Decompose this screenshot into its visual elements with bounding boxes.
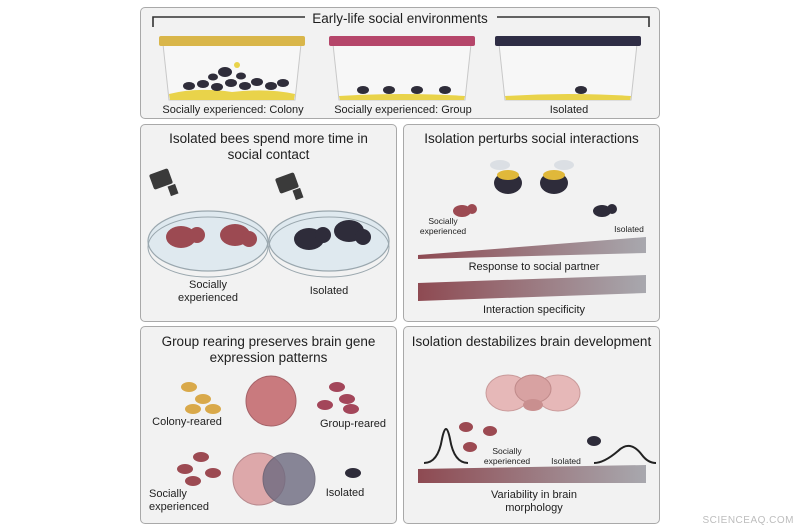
brain-diagram	[418, 374, 657, 483]
interactions-bar1-label: Response to social partner	[468, 261, 600, 273]
petri-dishes	[147, 168, 390, 278]
gene-socially-label-1: Socially	[149, 488, 187, 500]
interactions-left-label-1: Socially	[428, 216, 458, 226]
group-box	[329, 36, 475, 101]
brain-socially-label-2: experienced	[483, 456, 531, 466]
group-box-label: Socially experienced: Group	[334, 104, 472, 116]
isolated-box	[495, 36, 641, 101]
isolated-box-label: Isolated	[549, 104, 589, 116]
brain-panel-title: Isolation destabilizes brain development	[411, 334, 652, 349]
contact-panel: Isolated bees spend more time in social …	[140, 124, 397, 322]
interactions-right-label: Isolated	[614, 224, 644, 234]
watermark: SCIENCEAQ.COM	[702, 515, 794, 526]
gene-panel: Group rearing preserves brain gene expre…	[140, 326, 397, 524]
top-panel-title: Early-life social environments	[312, 11, 488, 26]
gene-panel-title-2: expression patterns	[209, 350, 328, 365]
interactions-panel: Isolation perturbs social interactions S…	[403, 124, 660, 322]
interacting-bees	[453, 160, 617, 217]
brain-isolated-label: Isolated	[551, 456, 581, 466]
colony-box	[159, 36, 305, 101]
contact-left-label-1: Socially	[189, 279, 227, 291]
gene-isolated-label: Isolated	[325, 487, 365, 499]
brain-socially-label-1: Socially	[492, 446, 522, 456]
brain-panel: Isolation destabilizes brain development…	[403, 326, 660, 524]
brain-bar-label-1: Variability in brain	[490, 489, 577, 501]
interactions-left-label-2: experienced	[419, 226, 467, 236]
colony-box-label: Socially experienced: Colony	[162, 104, 304, 116]
contact-right-label: Isolated	[309, 285, 349, 297]
gene-colony-label: Colony-reared	[152, 416, 222, 428]
gene-diagram	[177, 375, 361, 506]
gene-group-label: Group-reared	[319, 418, 387, 430]
contact-left-label-2: experienced	[178, 292, 238, 304]
contact-panel-title-1: Isolated bees spend more time in	[169, 131, 368, 146]
gene-panel-title-1: Group rearing preserves brain gene	[161, 334, 376, 349]
interactions-bar2-label: Interaction specificity	[482, 304, 586, 316]
gradient-bars	[418, 237, 646, 301]
contact-panel-title-2: social contact	[227, 147, 310, 162]
gene-socially-label-2: experienced	[149, 501, 209, 513]
brain-bar-label-2: morphology	[505, 502, 563, 514]
top-panel: Early-life social environments Socially …	[140, 7, 660, 119]
interactions-panel-title: Isolation perturbs social interactions	[424, 131, 639, 146]
top-bracket	[152, 16, 650, 27]
